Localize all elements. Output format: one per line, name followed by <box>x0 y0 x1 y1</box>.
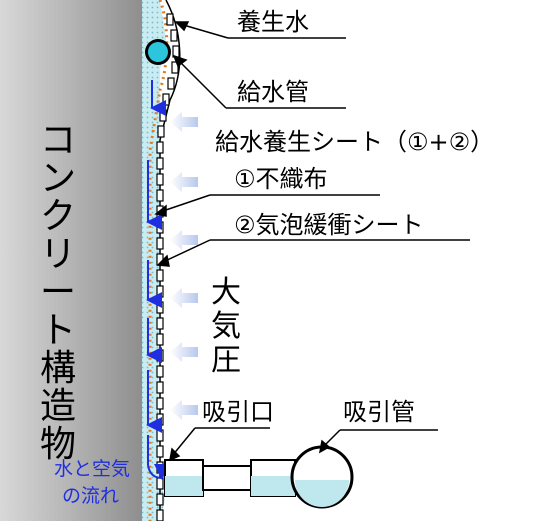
bubble-cell <box>156 445 164 458</box>
label-curing-sheet: 給水養生シート（①+②） <box>215 128 494 156</box>
bubble-cell <box>156 429 164 442</box>
pressure-arrow <box>170 172 198 192</box>
bubble-cell <box>156 333 164 346</box>
pressure-arrows <box>170 112 198 420</box>
bubble-cell <box>156 269 164 282</box>
bubble-cell <box>156 141 164 154</box>
bubble-cell <box>156 301 164 314</box>
bubble-cell <box>156 173 164 186</box>
structure-label-char: ン <box>40 158 76 199</box>
label-bubble-sheet: ②気泡緩衝シート <box>234 211 424 239</box>
pressure-label-char: 圧 <box>211 343 241 378</box>
bubble-cell <box>156 285 164 298</box>
structure-label-char: コ <box>40 120 76 161</box>
pressure-arrow <box>170 342 198 362</box>
structure-label-char: 構 <box>40 348 76 389</box>
pressure-label-char: 大 <box>211 275 241 310</box>
label-supply-pipe: 給水管 <box>237 78 309 106</box>
bubble-cell <box>166 13 174 26</box>
bubble-cell <box>156 221 164 234</box>
bubble-cell <box>156 365 164 378</box>
bubble-cell <box>156 189 164 202</box>
structure-label-char: 物 <box>40 424 76 465</box>
bubble-cell <box>156 461 164 474</box>
bubble-cell <box>167 77 175 90</box>
bubble-cell <box>162 93 170 106</box>
bubble-cell <box>156 317 164 330</box>
label-curing-water: 養生水 <box>237 8 309 36</box>
bubble-cell <box>156 397 164 410</box>
label-flow-line1: 水と空気 <box>54 458 130 480</box>
nonwoven-layer <box>148 0 169 521</box>
bubble-cell <box>157 125 165 138</box>
concrete-structure <box>0 0 142 521</box>
bubble-cell <box>170 29 178 42</box>
bubble-cell <box>159 109 167 122</box>
bubble-cell <box>156 509 164 521</box>
structure-label-char: ト <box>40 310 76 351</box>
label-suction-pipe: 吸引管 <box>343 398 415 426</box>
pressure-label-char: 気 <box>211 309 241 344</box>
bubble-cell <box>156 477 164 490</box>
pressure-arrow <box>170 400 198 420</box>
bubble-cell <box>156 493 164 506</box>
pressure-arrow <box>170 230 198 250</box>
structure-label-char: ー <box>40 272 76 313</box>
pressure-arrow <box>170 112 198 132</box>
label-flow-line2: の流れ <box>62 485 119 507</box>
bubble-cell <box>156 413 164 426</box>
suction-assembly <box>164 445 354 509</box>
flow-arrows <box>146 80 171 480</box>
leader-lines <box>154 21 470 462</box>
bubble-cell <box>156 237 164 250</box>
supply-pipe-water <box>148 42 168 62</box>
structure-label-char: リ <box>40 234 76 275</box>
structure-label-char: ク <box>40 196 76 237</box>
label-nonwoven: ①不織布 <box>234 165 328 193</box>
bubble-cell <box>156 157 164 170</box>
label-suction-port: 吸引口 <box>202 398 274 426</box>
pressure-arrow <box>170 288 198 308</box>
label-atmospheric-pressure: 大気圧 <box>211 275 241 378</box>
bubble-cell <box>171 61 179 74</box>
structure-label-char: 造 <box>40 386 76 427</box>
bubble-cell <box>156 349 164 362</box>
bubble-cell <box>156 381 164 394</box>
